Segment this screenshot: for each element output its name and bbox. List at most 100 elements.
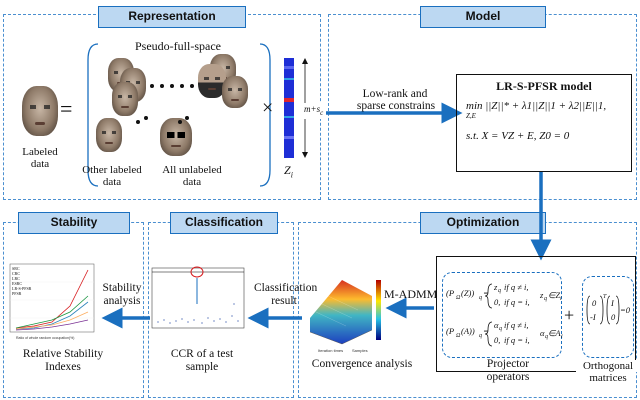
svg-text:(P: (P xyxy=(446,288,454,298)
svg-text:q: q xyxy=(545,334,548,340)
projector-caption-2: operators xyxy=(486,371,530,383)
ccr-caption-2: sample xyxy=(185,361,219,373)
ellipsis-dots xyxy=(136,84,194,124)
other-face-4 xyxy=(96,118,122,152)
pseudo-full-space-label: Pseudo-full-space xyxy=(135,39,221,53)
svg-text:α: α xyxy=(494,320,499,330)
equals-sign: = xyxy=(60,96,73,121)
objective-equation: min ||Z||* + λ1||Z||1 + λ2||E||1, xyxy=(466,100,607,112)
other-face-3 xyxy=(112,82,138,116)
stability-arrow-label-1: Stability xyxy=(102,282,142,294)
svg-text:(P: (P xyxy=(446,326,454,336)
ccr-caption-1: CCR of a test xyxy=(170,348,234,360)
convergence-surface-plot: Iteration times Samples xyxy=(309,280,381,353)
svg-text:0: 0 xyxy=(611,312,616,322)
representation-title: Representation xyxy=(98,6,246,28)
pseudo-full-space-bracket xyxy=(87,43,271,187)
z-vector xyxy=(284,58,294,158)
legend-lrspfsr: LR-S-PFSR xyxy=(12,286,32,291)
ccr-plot xyxy=(151,266,245,329)
projector-caption-1: Projector xyxy=(468,358,548,370)
svg-text:i: i xyxy=(560,296,562,302)
stability-caption-1: Relative Stability xyxy=(22,348,104,360)
unlabeled-face-glasses xyxy=(160,118,192,156)
madmm-label: M-ADMM xyxy=(384,287,438,301)
svg-text:z: z xyxy=(539,290,544,300)
orthogonal-matrices-math: 0 -I T I 0 =0 xyxy=(586,294,631,325)
projector-box xyxy=(442,272,562,358)
unlabeled-face-scarf xyxy=(198,64,226,98)
svg-text:T: T xyxy=(603,294,607,300)
classification-arrow-label-1: Classification xyxy=(254,282,318,294)
svg-text:Iteration times: Iteration times xyxy=(318,348,343,353)
svg-text:i: i xyxy=(561,334,563,340)
orthogonal-caption-2: matrices xyxy=(589,372,627,384)
svg-text:q: q xyxy=(498,288,501,294)
svg-text:Ω: Ω xyxy=(456,333,461,339)
stability-legend: SRC CRC LRC ESRC LR-S-PFSR PFSR xyxy=(12,266,31,296)
z-dim-main: m+s xyxy=(304,104,321,114)
labeled-data-label-2: data xyxy=(30,158,50,170)
svg-text:∈Z: ∈Z xyxy=(548,290,560,300)
svg-text:Ω: Ω xyxy=(456,295,461,301)
times-sign: × xyxy=(262,97,274,119)
other-labeled-label-2: data xyxy=(102,176,122,188)
legend-lrc: LRC xyxy=(12,276,20,281)
svg-text:q: q xyxy=(479,333,482,339)
svg-text:0,: 0, xyxy=(494,297,500,307)
objective-subscript: Z,E xyxy=(466,112,476,120)
model-title: Model xyxy=(420,6,546,28)
classification-arrow-label-2: result xyxy=(271,295,297,307)
legend-pfsr: PFSR xyxy=(12,291,22,296)
svg-text:0,: 0, xyxy=(494,335,500,345)
constraint-equation: s.t. X = VZ + E, Z0 = 0 xyxy=(466,130,570,142)
plus-sign: + xyxy=(564,305,575,325)
z-dimension-label: m+sc xyxy=(304,103,324,119)
stability-title: Stability xyxy=(18,212,130,234)
stability-plot: Ratio of whole random occupation(%) xyxy=(9,263,95,340)
svg-text:0: 0 xyxy=(592,298,597,308)
svg-text:(Z)): (Z)) xyxy=(461,288,474,298)
svg-text:I: I xyxy=(610,298,615,308)
all-unlabeled-label-2: data xyxy=(182,176,202,188)
svg-text:=0: =0 xyxy=(620,305,631,315)
legend-src: SRC xyxy=(12,266,20,271)
svg-text:Ratio of whole random occupati: Ratio of whole random occupation(%) xyxy=(16,336,74,340)
orthogonal-caption-1: Orthogonal xyxy=(576,360,640,372)
other-labeled-label-1: Other labeled xyxy=(82,164,142,176)
svg-text:q: q xyxy=(499,326,502,332)
svg-text:∈A: ∈A xyxy=(548,328,561,338)
labeled-face-image xyxy=(22,86,58,136)
z-label-main: Z xyxy=(284,163,291,177)
svg-text:if q = i,: if q = i, xyxy=(504,297,530,307)
unlabeled-face-2 xyxy=(222,76,248,108)
z-label: Zi xyxy=(284,164,293,181)
constraint-label-1: Low-rank and xyxy=(362,88,428,100)
optimization-title: Optimization xyxy=(420,212,546,234)
svg-text:z: z xyxy=(493,282,498,292)
all-unlabeled-label-1: All unlabeled xyxy=(162,164,222,176)
svg-text:=: = xyxy=(483,288,489,298)
classification-title: Classification xyxy=(170,212,278,234)
svg-text:=: = xyxy=(483,326,489,336)
labeled-data-label-1: Labeled xyxy=(22,146,58,158)
convergence-caption: Convergence analysis xyxy=(311,358,413,370)
z-label-sub: i xyxy=(290,170,293,180)
svg-text:(A)): (A)) xyxy=(461,326,475,336)
stability-caption-2: Indexes xyxy=(45,361,81,373)
svg-text:-I: -I xyxy=(590,312,597,322)
svg-text:Samples: Samples xyxy=(352,348,368,353)
optimization-box xyxy=(436,256,636,372)
svg-text:α: α xyxy=(540,328,545,338)
orthogonal-box xyxy=(582,276,634,358)
constraint-label-2: sparse constrains xyxy=(356,100,436,112)
legend-crc: CRC xyxy=(12,271,21,276)
model-box-title: LR-S-PFSR model xyxy=(496,79,592,93)
svg-text:q: q xyxy=(544,296,547,302)
svg-text:q: q xyxy=(479,295,482,301)
svg-text:if q ≠ i,: if q ≠ i, xyxy=(504,282,529,292)
legend-esrc: ESRC xyxy=(12,281,23,286)
model-box xyxy=(456,74,632,172)
